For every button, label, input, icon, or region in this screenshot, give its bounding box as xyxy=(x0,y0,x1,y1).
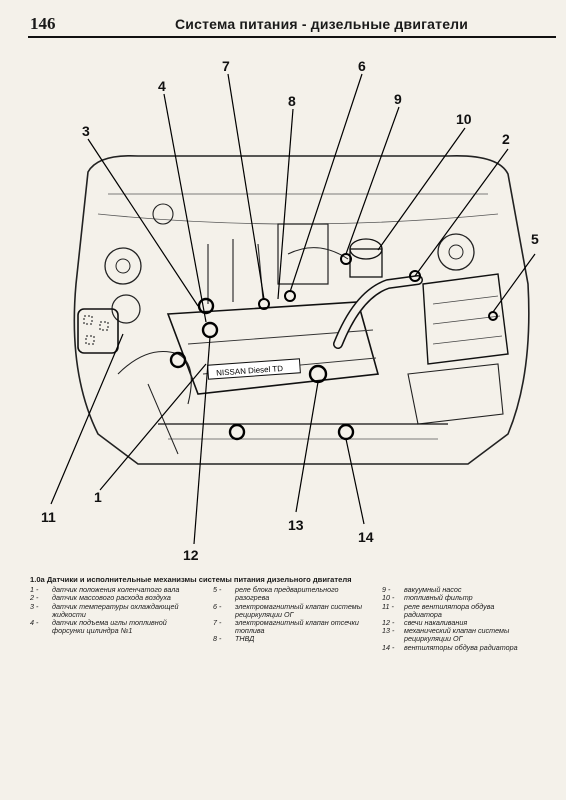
callout-2: 2 xyxy=(502,131,510,147)
figure-caption: 1.0а Датчики и исполнительные механизмы … xyxy=(30,575,532,656)
legend-item: 4 -датчик подъема иглы топливной форсунк… xyxy=(30,618,167,636)
running-title: Система питания - дизельные двигатели xyxy=(175,16,469,32)
callout-1: 1 xyxy=(94,489,102,505)
legend-item: 1 -датчик положения коленчатого вала xyxy=(30,585,180,595)
callout-14: 14 xyxy=(358,529,374,545)
legend-item: 14 -вентиляторы обдува радиатора xyxy=(382,642,518,652)
legend-item: 12 -свечи накаливания xyxy=(382,618,468,628)
legend-item: 10 -топливный фильтр xyxy=(382,593,473,603)
engine-bay-illustration: NISSAN Diesel TD xyxy=(28,44,558,574)
header-rule xyxy=(28,36,556,38)
legend-item: 7 -электромагнитный клапан отсечки топли… xyxy=(213,618,359,636)
callout-4: 4 xyxy=(158,78,166,94)
legend-column-3: 9 -вакуумный насос 10 -топливный фильтр … xyxy=(382,585,532,652)
callout-9: 9 xyxy=(394,91,402,107)
callout-13: 13 xyxy=(288,517,304,533)
engine-bay-drawing: NISSAN Diesel TD xyxy=(41,58,539,563)
legend-item: 11 -реле вентилятора обдува радиатора xyxy=(382,601,495,619)
callout-6: 6 xyxy=(358,58,366,74)
legend-item: 6 -электромагнитный клапан системы рецир… xyxy=(213,601,363,619)
callout-8: 8 xyxy=(288,93,296,109)
callout-12: 12 xyxy=(183,547,199,563)
callout-11: 11 xyxy=(41,509,56,525)
legend: 1 -датчик положения коленчатого вала 2 -… xyxy=(30,585,532,656)
legend-item: 2 -датчик массового расхода воздуха xyxy=(30,593,171,603)
legend-column-2: 5 -реле блока предварительного разогрева… xyxy=(213,585,373,644)
callout-10: 10 xyxy=(456,111,472,127)
legend-item: 3 -датчик температуры охлаждающей жидкос… xyxy=(30,601,179,619)
callout-7: 7 xyxy=(222,58,230,74)
caption-title: 1.0а Датчики и исполнительные механизмы … xyxy=(30,575,352,584)
legend-item: 13 -механический клапан системы рециркул… xyxy=(382,626,510,644)
legend-item: 5 -реле блока предварительного разогрева xyxy=(213,585,339,603)
page-number: 146 xyxy=(30,14,56,33)
callout-3: 3 xyxy=(82,123,90,139)
legend-item: 8 -ТНВД xyxy=(213,634,255,644)
legend-item: 9 -вакуумный насос xyxy=(382,585,462,595)
callout-5: 5 xyxy=(531,231,539,247)
legend-column-1: 1 -датчик положения коленчатого вала 2 -… xyxy=(30,585,200,636)
